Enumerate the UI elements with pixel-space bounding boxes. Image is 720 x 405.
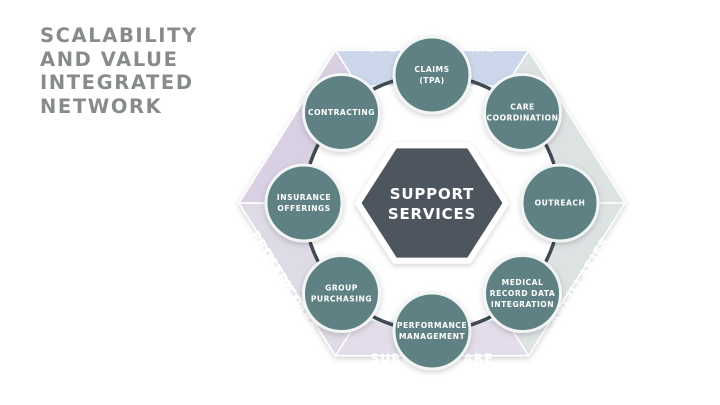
service-label-line: GROUP: [325, 284, 358, 293]
center-label-line: SUPPORT: [390, 185, 474, 203]
service-label-line: INSURANCE: [277, 193, 331, 202]
center-hexagon-shape: [355, 142, 509, 264]
service-label-line: PURCHASING: [311, 295, 372, 304]
service-label-line: OFFERINGS: [277, 204, 330, 213]
title-line: SCALABILITY: [40, 24, 198, 47]
service-care-coordination: CARE COORDINATION: [483, 72, 563, 152]
service-label-line: RECORD DATA: [490, 289, 555, 298]
service-outreach: OUTREACH: [520, 163, 600, 243]
title-line: INTEGRATED: [40, 71, 194, 94]
service-label-line: MEDICAL: [502, 278, 544, 287]
service-label-line: COORDINATION: [487, 113, 559, 122]
service-circle: [392, 35, 472, 115]
service-label-line: CONTRACTING: [308, 108, 375, 117]
center-label-line: SERVICES: [388, 205, 476, 223]
service-insurance-offerings: INSURANCE OFFERINGS: [264, 163, 344, 243]
service-label-line: CARE: [510, 102, 535, 111]
service-group-purchasing: GROUP PURCHASING: [301, 254, 381, 334]
service-medical-record-data-integration: MEDICAL RECORD DATA INTEGRATION: [483, 254, 563, 334]
service-circle: [301, 72, 381, 152]
service-circle: [392, 291, 472, 371]
service-label-line: (TPA): [419, 76, 444, 85]
service-contracting: CONTRACTING: [301, 72, 381, 152]
service-label-line: CLAIMS: [414, 65, 449, 74]
service-label-line: MANAGEMENT: [399, 332, 466, 341]
service-label-line: PERFORMANCE: [397, 321, 467, 330]
diagram-title: SCALABILITY AND VALUE INTEGRATED NETWORK: [40, 24, 230, 118]
title-line: AND VALUE: [40, 47, 179, 71]
service-circle: [483, 72, 563, 152]
title-line: NETWORK: [40, 94, 163, 118]
support-services-hexagon: SUPPORT SERVICES: [355, 142, 509, 264]
service-circle: [301, 254, 381, 334]
service-label-line: INTEGRATION: [491, 300, 554, 309]
service-claims-tpa: CLAIMS (TPA): [392, 35, 472, 115]
service-performance-management: PERFORMANCE MANAGEMENT: [392, 291, 472, 371]
service-circle: [264, 163, 344, 243]
service-label-line: OUTREACH: [535, 199, 586, 208]
service-circle: [483, 254, 563, 334]
service-circle: [520, 163, 600, 243]
service-nodes: CLAIMS (TPA) CARE COORDINATION OUTREACH MEDIC…: [264, 35, 600, 371]
